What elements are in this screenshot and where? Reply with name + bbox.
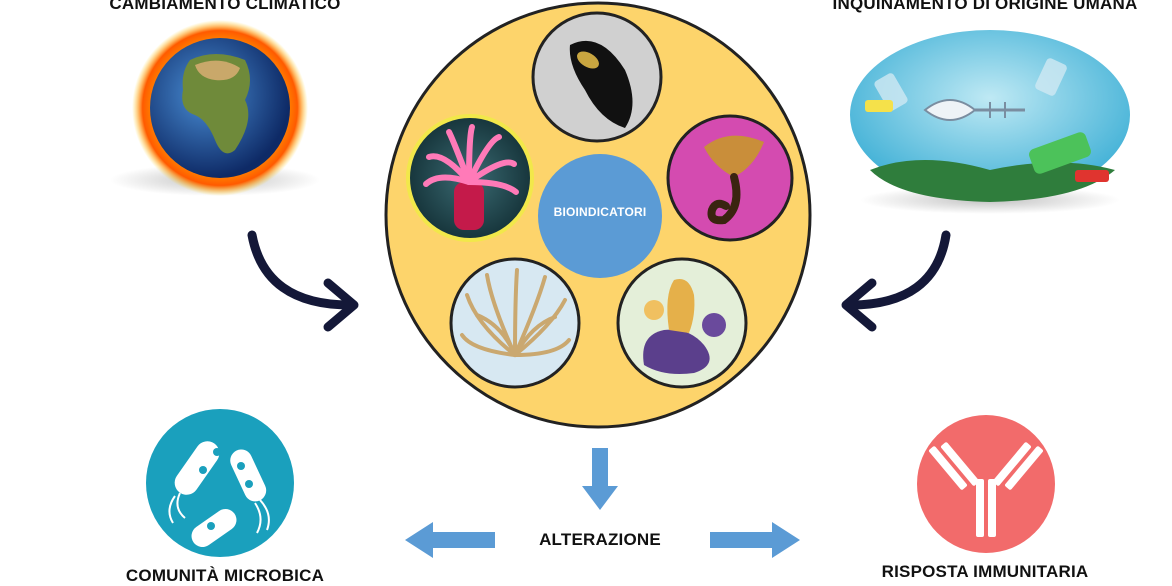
pollution-label: INQUINAMENTO DI ORIGINE UMANA	[832, 0, 1138, 13]
sea-anemone-icon	[404, 112, 536, 244]
burning-earth-icon	[95, 20, 325, 200]
bacteria-icon	[145, 408, 295, 558]
tube-worm-icon	[664, 112, 796, 244]
bioindicators-label: BIOINDICATORI	[553, 205, 647, 219]
sea-squirt-icon	[614, 255, 750, 391]
antibody-icon	[916, 414, 1056, 554]
climate-change-label: CAMBIAMENTO CLIMATICO	[109, 0, 341, 13]
alteration-label: ALTERAZIONE	[539, 530, 661, 549]
right-block-arrow	[710, 522, 800, 558]
mussel-icon	[530, 10, 664, 144]
bioindicators-center	[537, 153, 663, 279]
immune-response-label: RISPOSTA IMMUNITARIA	[881, 562, 1089, 581]
curved-arrow-left	[240, 225, 370, 335]
left-block-arrow	[405, 522, 495, 558]
ocean-pollution-icon	[840, 20, 1140, 220]
down-block-arrow	[582, 448, 618, 510]
microbial-community-label: COMUNITÀ MICROBICA	[125, 566, 325, 585]
snakelocks-anemone-icon	[447, 255, 583, 391]
curved-arrow-right	[830, 225, 960, 335]
